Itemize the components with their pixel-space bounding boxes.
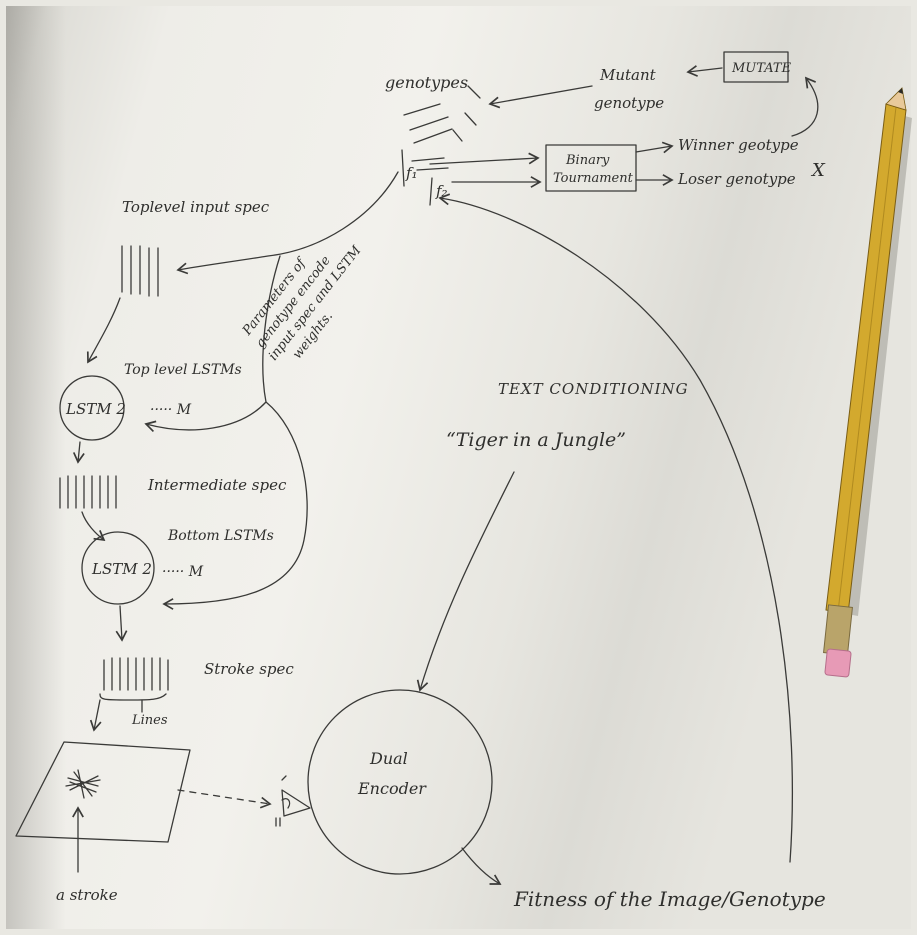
arrow-mutate-to-mutant <box>686 65 723 77</box>
arrow-input-to-lstm <box>86 297 121 364</box>
mutate-box <box>723 51 789 83</box>
bottom-lstms-label: Bottom LSTMs <box>167 528 274 544</box>
arrow-winner-to-mutate <box>791 76 819 137</box>
bottom-lstm-label: LSTM 2 <box>91 560 152 578</box>
text-conditioning-label: TEXT CONDITIONING <box>498 380 689 398</box>
toplevel-input-spec-label: Toplevel input spec <box>122 198 270 216</box>
top-lstm-label: LSTM 2 <box>65 400 126 418</box>
arrow-bottom-lstm-to-stroke-spec <box>115 605 128 642</box>
dual-label: Dual <box>369 749 408 768</box>
arrow-stroke-spec-to-canvas <box>89 699 102 732</box>
loser-x-mark: X <box>810 160 826 181</box>
binary-label: Binary <box>565 153 610 168</box>
lines-brace <box>99 693 167 701</box>
loser-label: Loser genotype <box>677 170 796 188</box>
f1-label: f₁ <box>405 164 418 182</box>
genotypes-label: genotypes <box>385 73 468 92</box>
tournament-label: Tournament <box>553 171 634 186</box>
arrow-f1-to-tournament <box>429 152 540 165</box>
bottom-lstm-circle <box>81 531 155 605</box>
arrow-to-winner <box>635 141 674 154</box>
arrow-prompt-to-encoder <box>416 471 515 692</box>
winner-label: Winner geotype <box>678 136 799 154</box>
parameters-note: Parameters of genotype encode input spec… <box>239 243 364 364</box>
stroke-spec-label: Stroke spec <box>204 660 294 678</box>
binary-tournament-box <box>545 144 637 192</box>
canvas-parallelogram <box>15 741 191 843</box>
mutate-label: MUTATE <box>731 61 792 76</box>
f2-label: f₂ <box>435 182 448 200</box>
mutant-label-1: Mutant <box>599 66 657 84</box>
arrow-encoder-to-fitness <box>461 847 502 885</box>
a-stroke-label: a stroke <box>56 886 118 904</box>
dual-encoder-circle <box>307 689 493 875</box>
toplevel-lstms-label: Top level LSTMs <box>124 362 242 378</box>
top-lstm-circle <box>59 375 125 441</box>
top-lstm-dots-m: ····· M <box>150 402 192 418</box>
arrow-fitness-to-f2 <box>438 193 793 863</box>
mutant-label-2: genotype <box>594 94 664 112</box>
prompt-text: “Tiger in a Jungle” <box>446 429 626 451</box>
dashed-arrow-canvas-to-eye <box>177 789 272 809</box>
input-spec-lines <box>121 245 159 297</box>
arrow-top-lstm-to-intermediate <box>72 441 85 464</box>
intermediate-spec-label: Intermediate spec <box>147 476 287 494</box>
f2-bar <box>429 177 433 206</box>
arrow-intermediate-to-bottom-lstm <box>81 511 106 542</box>
bottom-lstm-dots-m: ····· M <box>162 564 204 580</box>
pencil <box>823 87 912 678</box>
stroke-scribble <box>65 769 101 799</box>
genotype-strokes <box>403 85 481 171</box>
f1-bar <box>401 149 405 187</box>
arrow-params-to-bottom-lstm <box>162 401 308 610</box>
arrow-f1-to-input-spec <box>176 171 399 275</box>
arrow-mutant-to-genotypes <box>488 85 593 109</box>
eye-icon <box>275 775 311 827</box>
paper-sheet <box>6 6 911 929</box>
intermediate-spec-lines <box>59 475 117 509</box>
lines-label: Lines <box>131 713 168 728</box>
stroke-spec-lines <box>103 657 169 691</box>
encoder-label: Encoder <box>357 779 427 798</box>
fitness-label: Fitness of the Image/Genotype <box>513 887 826 911</box>
